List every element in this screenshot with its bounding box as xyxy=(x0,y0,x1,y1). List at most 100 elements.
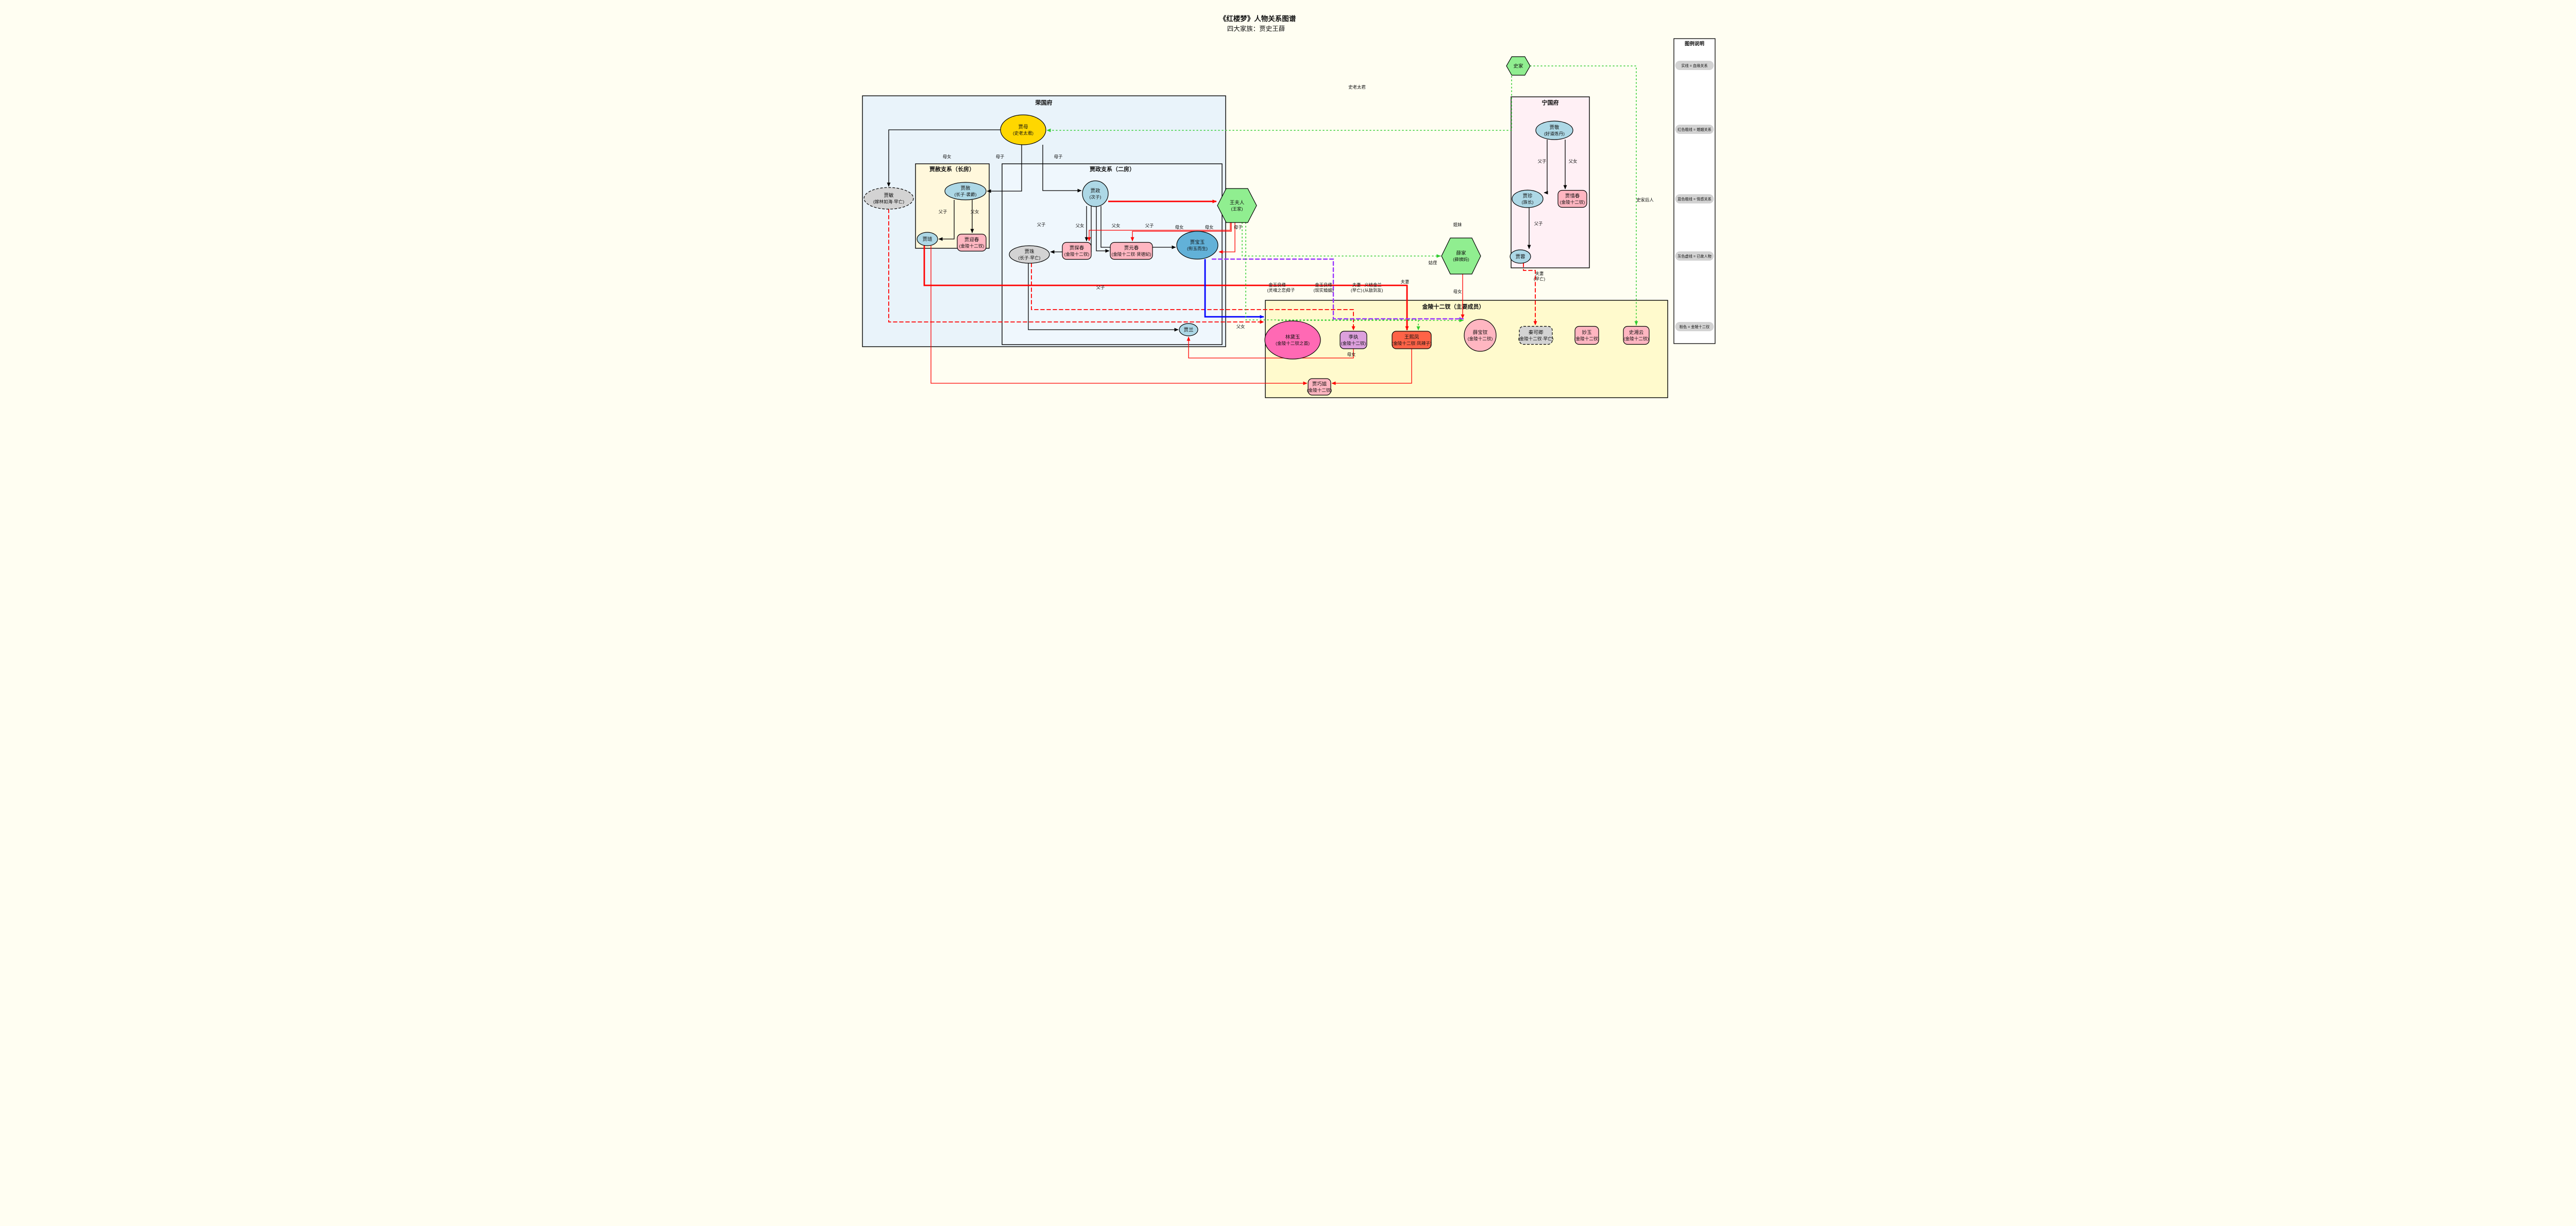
node-sublabel-jiazhu: (长子·早亡) xyxy=(1018,255,1040,261)
node-shape-jiajing xyxy=(1535,121,1573,140)
node-sublabel-yingchun: (金陵十二钗) xyxy=(959,243,984,249)
edge-jiarong-qinkeqing xyxy=(1522,263,1537,326)
edge-jialian-xifeng xyxy=(923,246,1409,331)
node-label-liwan: 李纨 xyxy=(1348,334,1359,340)
node-shape-miaoyu xyxy=(1574,326,1599,345)
node-shape-jiazheng xyxy=(1081,180,1109,207)
edge-label-12: 史老太君 xyxy=(1348,84,1366,90)
node-shape-daiyu xyxy=(1264,320,1321,360)
node-jiamu: 贾母(史老太君) xyxy=(999,114,1046,145)
edge-label-14: 姐妹 xyxy=(1453,222,1462,227)
edge-label-20: 夫妻 xyxy=(1535,271,1544,276)
node-label-shijia: 史家 xyxy=(1513,63,1523,70)
node-xuejia: 薛家(薛姨妈) xyxy=(1440,237,1481,275)
edge-label-19: 母女 xyxy=(1453,289,1462,294)
node-sublabel-wangfuren: (王家) xyxy=(1231,206,1243,212)
node-label-jialian: 贾琏 xyxy=(922,236,933,243)
edge-jiazheng-yuanchun xyxy=(1095,206,1109,253)
node-sublabel-liwan: (金陵十二钗) xyxy=(1341,340,1366,346)
edge-label-11: 母子 xyxy=(1233,225,1242,230)
group-title-jinling-twelve: 金陵十二钗（主要成员） xyxy=(1421,303,1484,310)
node-shape-shixiangyun xyxy=(1622,326,1650,345)
node-shape-jialian xyxy=(916,232,938,246)
edge-label-17: 父女 xyxy=(1568,159,1577,164)
edge-label-18: 父子 xyxy=(1534,221,1543,226)
node-label-xifeng: 王熙凤 xyxy=(1404,335,1419,340)
node-label-jiashe: 贾赦 xyxy=(960,185,971,192)
legend-item-pill-2 xyxy=(1675,194,1714,203)
edge-label-25: 夫妻 xyxy=(1352,282,1361,287)
edge-shijia-jiamu xyxy=(1046,72,1512,132)
node-xichun: 贾惜春(金陵十二钗) xyxy=(1557,190,1587,208)
node-jiamin: 贾敏(嫁林如海·早亡) xyxy=(863,187,914,210)
node-shape-tanchun xyxy=(1061,242,1092,260)
node-shape-xichun xyxy=(1557,190,1587,208)
edge-label-1: 母子 xyxy=(995,154,1004,159)
node-xifeng: 王熙凤(金陵十二钗·凤辣子) xyxy=(1392,331,1431,349)
node-sublabel-xuejia: (薛姨妈) xyxy=(1453,257,1469,262)
node-daiyu: 林黛玉(金陵十二钗之首) xyxy=(1264,320,1321,360)
legend-item-text-3: 灰色虚线 = 已故人物 xyxy=(1677,254,1711,259)
legend-title: 图例说明 xyxy=(1684,41,1704,47)
node-sublabel-jiazhen: (族长) xyxy=(1521,199,1533,205)
node-shape-xuejia xyxy=(1440,237,1481,275)
node-shape-jialan xyxy=(1178,323,1198,336)
node-label-jiarong: 贾蓉 xyxy=(1515,254,1526,260)
legend-item-text-2: 蓝色粗线 = 情感关系 xyxy=(1677,197,1711,201)
node-sublabel-jiashe: (长子·袭爵) xyxy=(954,192,976,197)
node-shape-xifeng xyxy=(1391,331,1432,349)
node-sublabel-qinkeqing: (金陵十二钗·早亡) xyxy=(1518,336,1553,342)
node-sublabel-shixiangyun: (金陵十二钗) xyxy=(1623,336,1649,342)
edge-jiazhu-liwan xyxy=(1030,263,1355,331)
edge-label-24: 金玉良缘 xyxy=(1315,282,1332,287)
node-shape-jiazhu xyxy=(1008,245,1050,264)
legend-item-text-0: 实线 = 血缘关系 xyxy=(1681,63,1707,68)
node-shape-yuanchun xyxy=(1109,242,1153,260)
node-label-xuejia: 薛家 xyxy=(1456,250,1466,257)
node-shape-wangfuren xyxy=(1216,188,1257,223)
node-label-baochai: 薛宝钗 xyxy=(1472,330,1487,336)
edge-label-26: 义结金兰 xyxy=(1364,282,1382,287)
node-shape-jiazhen xyxy=(1511,190,1544,208)
legend-item-text-1: 红色粗线 = 婚姻关系 xyxy=(1677,127,1711,132)
node-qiaojie: 贾巧姐(金陵十二钗) xyxy=(1307,378,1332,396)
edge-wangfuren-yuanchun xyxy=(1130,223,1232,242)
diagram-stage: 《红楼梦》人物关系图谱 四大家族：贾史王薛 荣国府贾赦支系（长房）贾政支系（二房… xyxy=(845,0,1731,409)
edge-jialian-qiaojie xyxy=(930,246,1307,385)
edge-label-25-line2: (早亡) xyxy=(1350,288,1362,293)
edge-baoyu-daiyu xyxy=(1204,259,1264,319)
edge-label-28: 父女 xyxy=(1236,324,1245,329)
node-sublabel-jiamin: (嫁林如海·早亡) xyxy=(873,199,904,205)
node-sublabel-daiyu: (金陵十二钗之首) xyxy=(1276,340,1310,346)
node-shape-jiamu xyxy=(999,114,1046,145)
edge-label-8: 父子 xyxy=(1145,223,1154,228)
node-liwan: 李纨(金陵十二钗) xyxy=(1339,331,1367,349)
node-label-yingchun: 贾迎春 xyxy=(964,237,979,243)
edge-wangfuren-xuejia xyxy=(1241,222,1441,258)
character-nodes: 贾母(史老太君)贾敏(嫁林如海·早亡)贾赦(长子·袭爵)贾琏贾迎春(金陵十二钗)… xyxy=(863,56,1650,396)
node-label-jiazhen: 贾珍 xyxy=(1522,193,1533,199)
node-label-wangfuren: 王夫人 xyxy=(1229,200,1244,206)
edge-wangfuren-baoyu xyxy=(1218,223,1235,254)
node-sublabel-baochai: (金陵十二钗) xyxy=(1467,336,1493,342)
edge-label-15: 姑侄 xyxy=(1428,260,1437,265)
edge-label-4: 父女 xyxy=(970,209,979,214)
node-shape-qiaojie xyxy=(1307,378,1331,396)
node-label-daiyu: 林黛玉 xyxy=(1285,334,1300,340)
edge-label-9: 母女 xyxy=(1175,225,1183,230)
node-sublabel-jiajing: (好道炼丹) xyxy=(1544,131,1564,137)
node-sublabel-qiaojie: (金陵十二钗) xyxy=(1307,387,1332,393)
node-miaoyu: 妙玉(金陵十二钗) xyxy=(1574,326,1599,345)
node-baoyu: 贾宝玉(衔玉而生) xyxy=(1176,231,1218,260)
node-jiazheng: 贾政(次子) xyxy=(1081,180,1109,207)
edge-jiamu-jiamin xyxy=(887,129,1001,187)
node-baochai: 薛宝钗(金陵十二钗) xyxy=(1463,319,1497,352)
legend-item-pill-3 xyxy=(1675,251,1714,261)
edge-label-10: 母女 xyxy=(1205,225,1213,230)
node-sublabel-jiamu: (史老太君) xyxy=(1012,130,1033,136)
node-shape-baochai xyxy=(1463,319,1497,352)
edge-label-23: 母子 xyxy=(1286,287,1295,293)
diagram-subtitle: 四大家族：贾史王薛 xyxy=(1227,25,1285,32)
edge-label-22-line2: (灵魂之恋) xyxy=(1267,288,1287,293)
